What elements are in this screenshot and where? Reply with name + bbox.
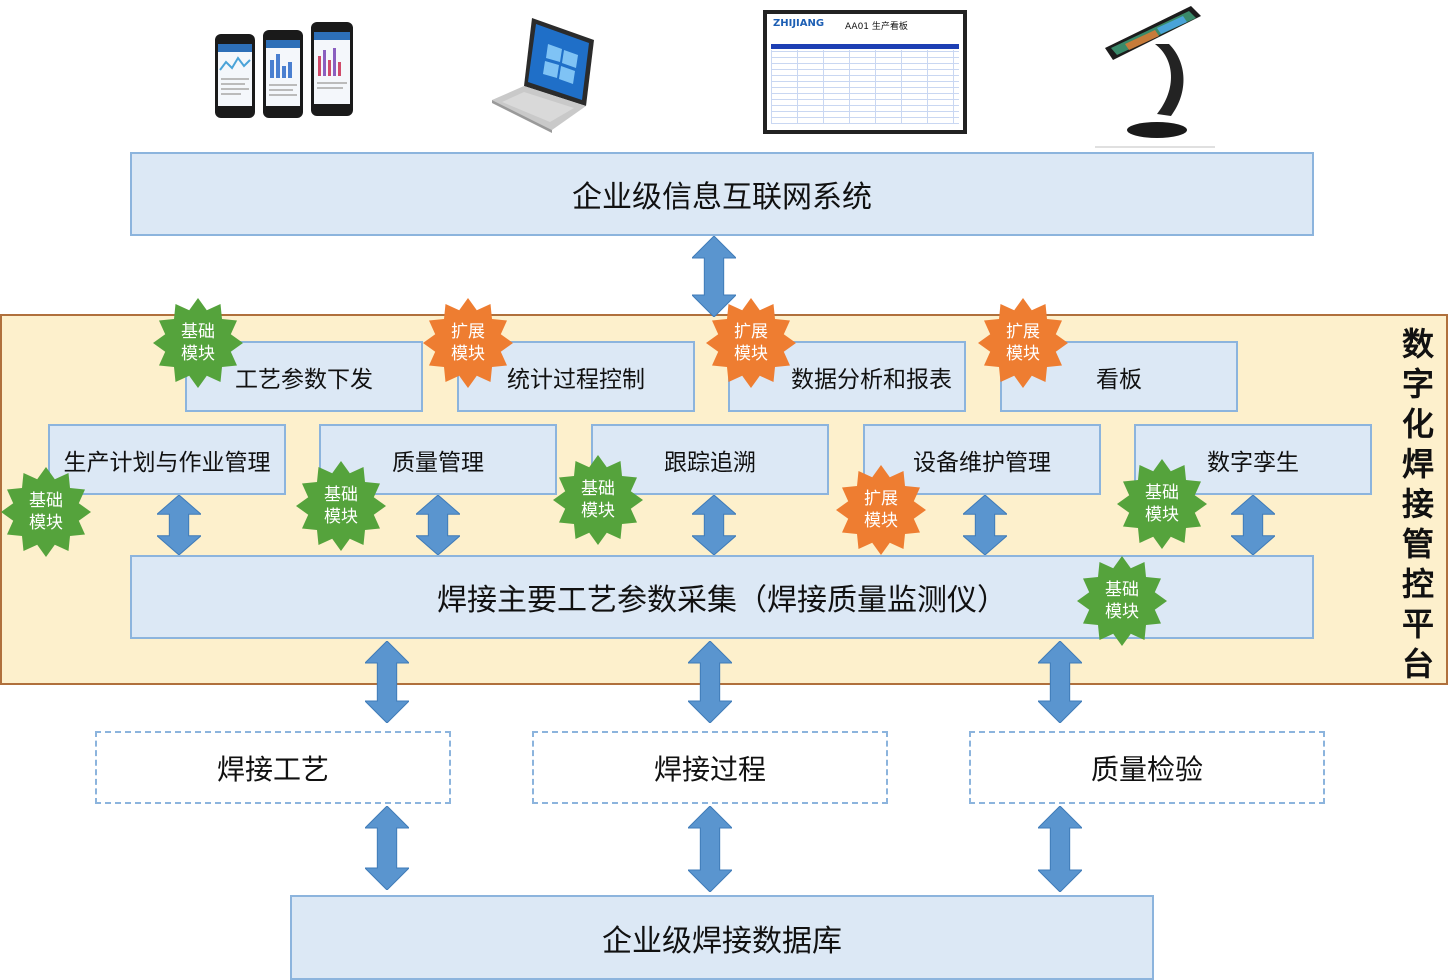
double-arrow-icon — [692, 495, 736, 555]
double-arrow-icon — [963, 495, 1007, 555]
badge-text: 模块 — [1105, 602, 1139, 622]
basic-module-label: 基础模块 — [152, 297, 244, 389]
badge-text: 基础 — [1105, 580, 1139, 600]
badge-text: 模块 — [451, 344, 485, 364]
badge-text: 基础 — [324, 485, 358, 505]
badge-text: 基础 — [581, 479, 615, 499]
platform-title-vertical: 数字化焊接管控平台 — [1398, 324, 1438, 684]
badge-text: 模块 — [324, 507, 358, 527]
extended-module-label: 扩展模块 — [977, 297, 1069, 389]
welding-database-label: 企业级焊接数据库 — [602, 923, 842, 959]
platform-title-char: 字 — [1401, 365, 1434, 403]
welding-process-spec-label: 焊接工艺 — [216, 752, 329, 786]
platform-title-char: 管 — [1401, 525, 1434, 563]
welding-process-spec-box: 焊接工艺 — [95, 731, 451, 804]
mobile-phones-image — [212, 20, 362, 120]
digital-twin-label: 数字孪生 — [1207, 449, 1299, 476]
traceability-label: 跟踪追溯 — [664, 449, 756, 476]
kiosk-terminal-image — [1095, 4, 1215, 150]
badge-text: 模块 — [1006, 344, 1040, 364]
platform-title-char: 化 — [1401, 405, 1434, 443]
basic-module-label: 基础模块 — [295, 460, 387, 552]
welding-process-box: 焊接过程 — [532, 731, 888, 804]
basic-module-badge: 基础模块 — [1116, 458, 1208, 550]
double-arrow-icon — [1231, 495, 1275, 555]
kanban-label: 看板 — [1096, 366, 1142, 393]
data-analysis-report-label: 数据分析和报表 — [791, 366, 952, 393]
double-arrow-icon — [365, 641, 409, 723]
extended-module-badge: 扩展模块 — [705, 297, 797, 389]
welding-database-box: 企业级焊接数据库 — [290, 895, 1154, 980]
spc-label: 统计过程控制 — [507, 366, 645, 393]
badge-text: 模块 — [1145, 505, 1179, 525]
badge-text: 基础 — [181, 322, 215, 342]
double-arrow-icon — [1038, 806, 1082, 892]
quality-management-label: 质量管理 — [392, 449, 484, 476]
badge-text: 扩展 — [451, 322, 485, 342]
badge-text: 模块 — [734, 344, 768, 364]
badge-text: 模块 — [581, 501, 615, 521]
extended-module-badge: 扩展模块 — [977, 297, 1069, 389]
platform-title-char: 接 — [1401, 485, 1434, 523]
basic-module-badge: 基础模块 — [552, 454, 644, 546]
enterprise-info-system-box: 企业级信息互联网系统 — [130, 152, 1314, 236]
badge-text: 模块 — [29, 513, 63, 533]
basic-module-label: 基础模块 — [552, 454, 644, 546]
laptop-image — [490, 14, 600, 134]
production-planning-label: 生产计划与作业管理 — [63, 449, 271, 476]
badge-text: 扩展 — [734, 322, 768, 342]
welding-param-collection-label: 焊接主要工艺参数采集（焊接质量监测仪） — [437, 583, 1007, 618]
double-arrow-icon — [416, 495, 460, 555]
double-arrow-icon — [688, 806, 732, 892]
double-arrow-icon — [157, 495, 201, 555]
extended-module-label: 扩展模块 — [705, 297, 797, 389]
kanban-title: AA01 生产看板 — [845, 22, 908, 32]
extended-module-badge: 扩展模块 — [835, 464, 927, 556]
welding-process-label: 焊接过程 — [653, 752, 766, 786]
platform-title-char: 焊 — [1401, 445, 1434, 483]
double-arrow-icon — [688, 641, 732, 723]
kanban-brand: ZHIJIANG — [773, 18, 825, 29]
badge-text: 基础 — [1145, 483, 1179, 503]
basic-module-badge: 基础模块 — [0, 466, 92, 558]
quality-inspection-box: 质量检验 — [969, 731, 1325, 804]
enterprise-info-system-label: 企业级信息互联网系统 — [572, 180, 872, 215]
badge-text: 基础 — [29, 491, 63, 511]
badge-text: 扩展 — [864, 489, 898, 509]
double-arrow-icon — [1038, 641, 1082, 723]
process-param-dispatch-label: 工艺参数下发 — [235, 366, 373, 393]
double-arrow-icon — [692, 236, 736, 317]
platform-title-char: 台 — [1401, 645, 1434, 683]
basic-module-badge: 基础模块 — [295, 460, 387, 552]
platform-title-char: 控 — [1401, 565, 1434, 603]
platform-title-char: 平 — [1401, 605, 1434, 643]
basic-module-badge: 基础模块 — [152, 297, 244, 389]
extended-module-label: 扩展模块 — [422, 297, 514, 389]
extended-module-badge: 扩展模块 — [422, 297, 514, 389]
quality-inspection-label: 质量检验 — [1090, 752, 1203, 786]
badge-text: 模块 — [181, 344, 215, 364]
double-arrow-icon — [365, 806, 409, 890]
basic-module-badge: 基础模块 — [1076, 555, 1168, 647]
kanban-screen-image: ZHIJIANG AA01 生产看板 — [763, 10, 967, 134]
extended-module-label: 扩展模块 — [835, 464, 927, 556]
basic-module-label: 基础模块 — [0, 466, 92, 558]
platform-title-char: 数 — [1401, 325, 1434, 363]
production-planning-box: 生产计划与作业管理 — [48, 424, 286, 495]
basic-module-label: 基础模块 — [1076, 555, 1168, 647]
basic-module-label: 基础模块 — [1116, 458, 1208, 550]
badge-text: 扩展 — [1006, 322, 1040, 342]
badge-text: 模块 — [864, 511, 898, 531]
equipment-maintenance-label: 设备维护管理 — [913, 449, 1051, 476]
